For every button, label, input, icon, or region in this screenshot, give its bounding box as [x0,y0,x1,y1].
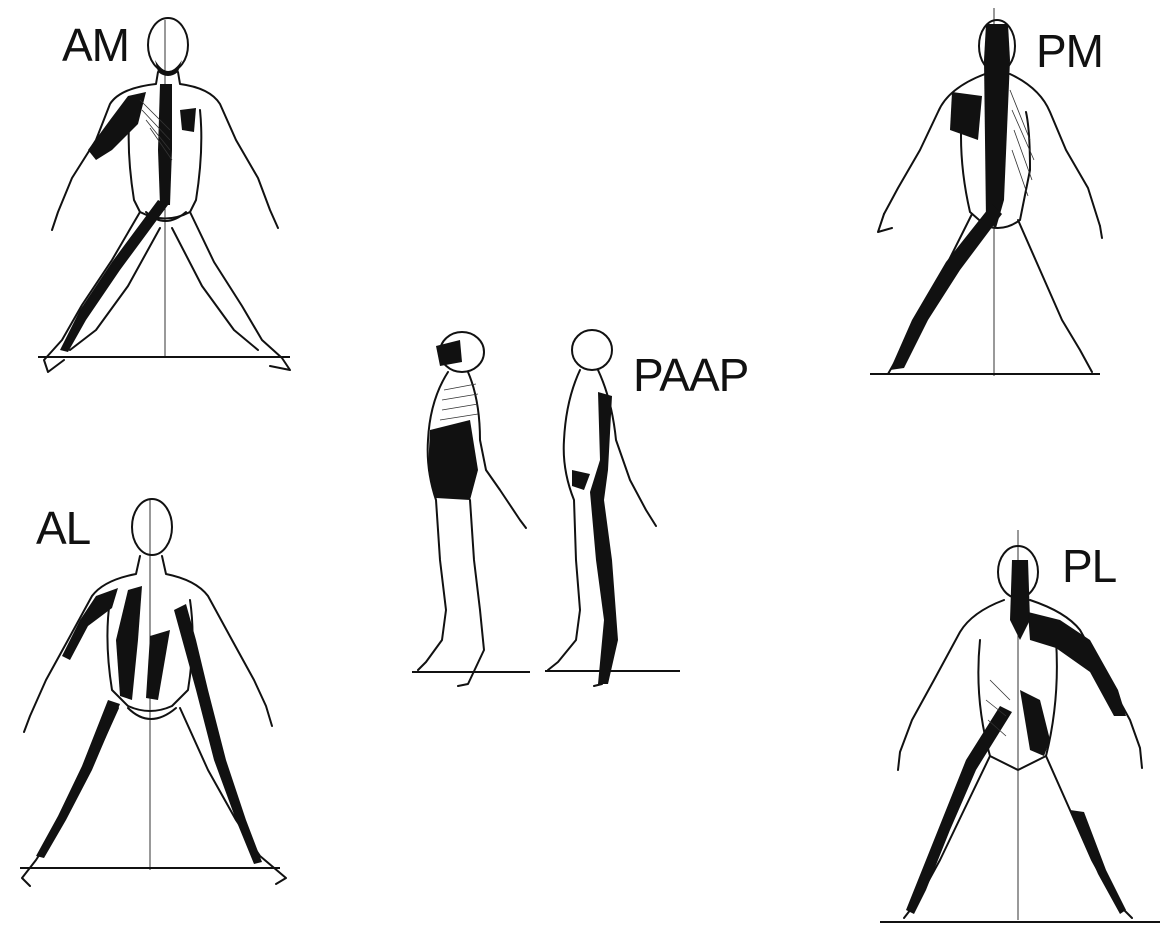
figure-al [20,499,286,886]
label-pl: PL [1062,543,1116,589]
label-am: AM [62,22,129,68]
figure-paap-left [412,332,530,686]
label-pm: PM [1036,28,1103,74]
label-paap: PAAP [633,352,748,398]
figure-am [38,18,290,372]
label-al: AL [36,505,90,551]
figure-pl [880,530,1160,922]
